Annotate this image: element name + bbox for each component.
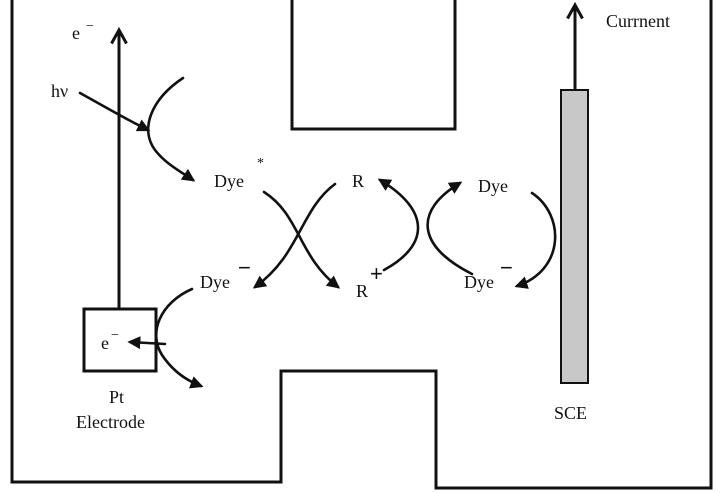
excitation-arrow <box>146 76 196 182</box>
electron-top-sup: − <box>86 19 94 34</box>
r-cation-sup: + <box>370 261 383 286</box>
electron-top-label: e <box>72 23 80 43</box>
electron-box-label: e <box>101 333 109 353</box>
dye-excited-sup: * <box>257 156 264 171</box>
r-top-label: R <box>352 171 364 191</box>
photon-label: hν <box>51 81 68 101</box>
dye-left-anion-label: Dye <box>200 272 230 292</box>
sce-label: SCE <box>554 403 587 423</box>
dye-left-anion-sup: − <box>238 255 251 280</box>
r-cation-label: R <box>356 281 368 301</box>
pt-inject-arrow <box>127 336 167 350</box>
electron-box-sup: − <box>111 328 119 343</box>
crossing-arrow-b <box>252 182 337 289</box>
pt-electrode-box <box>82 307 158 373</box>
dye-right-top-label: Dye <box>478 176 508 196</box>
dye-right-anion-sup: − <box>500 255 513 280</box>
sce-electrode <box>560 89 589 384</box>
cell-outline <box>10 0 713 490</box>
pt-transfer-arrow <box>154 287 204 389</box>
crossing-arrow-d <box>426 181 474 276</box>
current-label: Currnent <box>606 11 670 31</box>
crossing-arrow-c <box>377 178 420 272</box>
top-block <box>290 0 457 131</box>
dye-right-anion-label: Dye <box>464 272 494 292</box>
dye-excited-label: Dye <box>214 171 244 191</box>
crossing-arrow-a <box>262 190 341 289</box>
sce-arrow <box>514 191 557 289</box>
photon-arrow <box>78 91 151 132</box>
pt-label-line1: Pt <box>109 387 124 407</box>
pt-label-line2: Electrode <box>76 412 145 432</box>
